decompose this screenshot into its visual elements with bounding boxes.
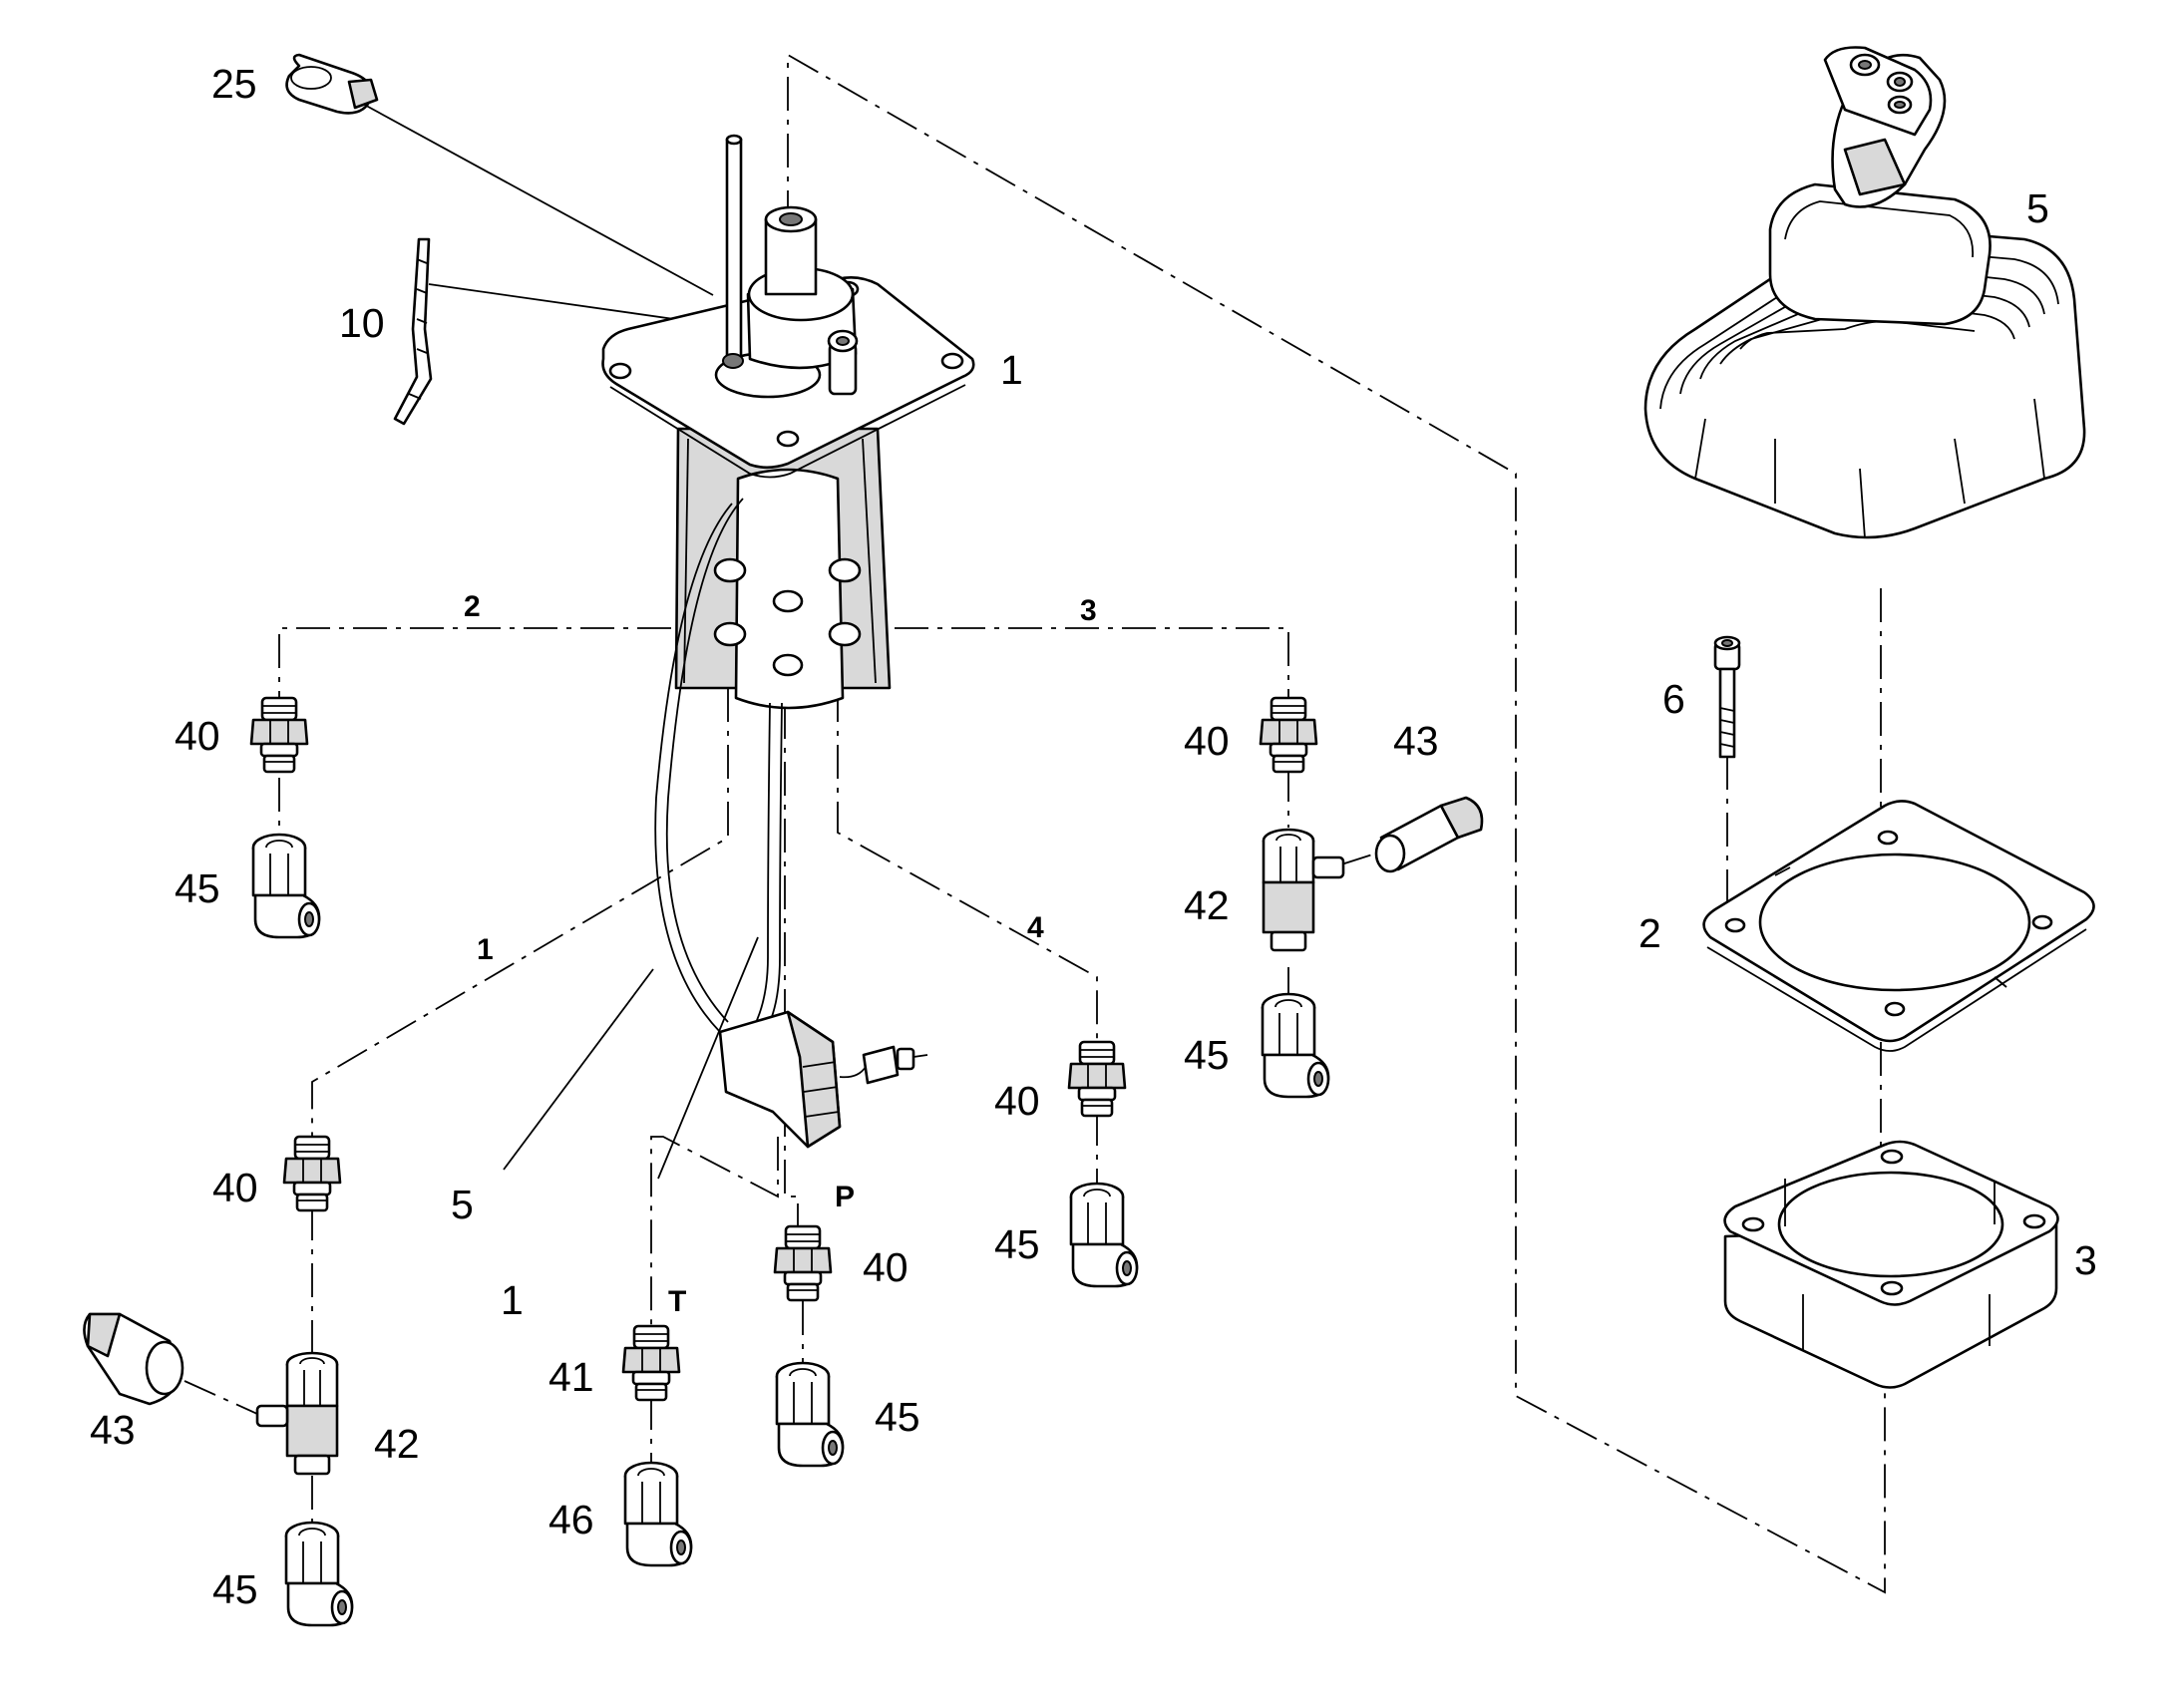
- assembly-lines: [183, 53, 1886, 1594]
- callout-25: 25: [211, 61, 257, 107]
- gasket-part-2: [1702, 800, 2095, 1052]
- port-label-1: 1: [477, 933, 494, 966]
- callout-40: 40: [1184, 718, 1230, 764]
- callout-45: 45: [1184, 1032, 1230, 1078]
- callout-41: 41: [548, 1354, 594, 1400]
- port-label-3: 3: [1080, 594, 1097, 627]
- callout-42: 42: [1184, 882, 1230, 928]
- callout-45: 45: [875, 1394, 920, 1440]
- port-label-p: P: [835, 1181, 855, 1213]
- callout-2: 2: [1638, 910, 1661, 956]
- callout-3: 3: [2074, 1237, 2097, 1283]
- callout-40: 40: [212, 1165, 258, 1210]
- callout-1: 1: [1000, 347, 1023, 393]
- callout-10: 10: [339, 300, 385, 346]
- callout-5: 5: [451, 1182, 474, 1227]
- callout-42: 42: [374, 1421, 420, 1467]
- callout-numbers: 25 10 1 5 6 2 3 40 45 40 43 42 45 40 45 …: [90, 61, 2097, 1612]
- screw-part-6: [1713, 635, 1741, 759]
- callout-6: 6: [1662, 676, 1685, 722]
- wire-harness: [654, 498, 928, 1149]
- wire-part-10: [393, 237, 433, 426]
- callout-1: 1: [501, 1277, 524, 1323]
- cap-part-43-right: [1374, 796, 1484, 873]
- clip-part-25: [285, 53, 379, 115]
- callout-43: 43: [1393, 718, 1439, 764]
- joystick-boot-part-5: [1643, 46, 2086, 539]
- cap-part-43-left: [83, 1312, 184, 1406]
- callout-5: 5: [2026, 185, 2049, 231]
- valve-body-part-1: [601, 134, 975, 710]
- callout-45: 45: [175, 865, 220, 911]
- fittings: [83, 696, 1484, 1627]
- callout-45: 45: [994, 1221, 1040, 1267]
- callout-46: 46: [548, 1497, 594, 1542]
- port-label-4: 4: [1027, 911, 1044, 944]
- port-labels: 2 3 1 4 P T: [464, 590, 1097, 1318]
- frame-part-3: [1723, 1140, 2059, 1389]
- port-label-2: 2: [464, 590, 481, 623]
- callout-40: 40: [994, 1078, 1040, 1124]
- callout-40: 40: [863, 1244, 908, 1290]
- port-label-t: T: [668, 1285, 686, 1318]
- callout-43: 43: [90, 1407, 136, 1453]
- callout-40: 40: [175, 713, 220, 759]
- callout-45: 45: [212, 1566, 258, 1612]
